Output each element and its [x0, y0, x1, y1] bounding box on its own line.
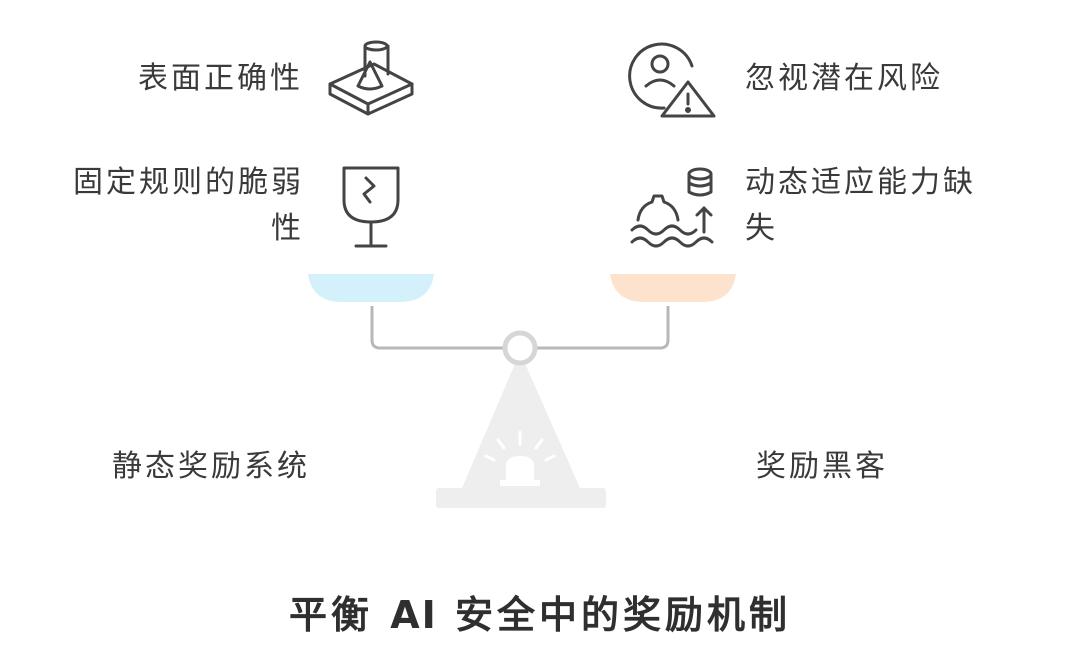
scale-base: [436, 488, 606, 508]
3d-shape-on-base-icon: [328, 40, 414, 116]
user-warning-icon: [628, 42, 716, 118]
left-heading: 静态奖励系统: [112, 449, 310, 484]
right-heading: 奖励黑客: [756, 449, 888, 484]
gear-wave-database-icon: [630, 167, 714, 248]
title-suffix: 安全中的奖励机制: [437, 593, 792, 637]
left-item-2-label: 固定规则的脆弱性: [73, 165, 304, 246]
broken-glass-icon: [342, 166, 400, 248]
title-prefix: 平衡: [288, 593, 391, 637]
right-item-1-label: 忽视潜在风险: [745, 61, 943, 96]
siren-icon: [484, 430, 556, 486]
title-emphasis: AI: [390, 593, 438, 637]
right-pan: [610, 274, 736, 302]
scale-pivot: [502, 330, 538, 366]
left-pan: [308, 274, 434, 302]
right-item-2-label: 动态适应能力缺失: [745, 165, 976, 246]
diagram-title: 平衡 AI 安全中的奖励机制: [0, 584, 1080, 639]
scale-stand: [462, 352, 580, 488]
left-item-1-label: 表面正确性: [138, 61, 303, 96]
